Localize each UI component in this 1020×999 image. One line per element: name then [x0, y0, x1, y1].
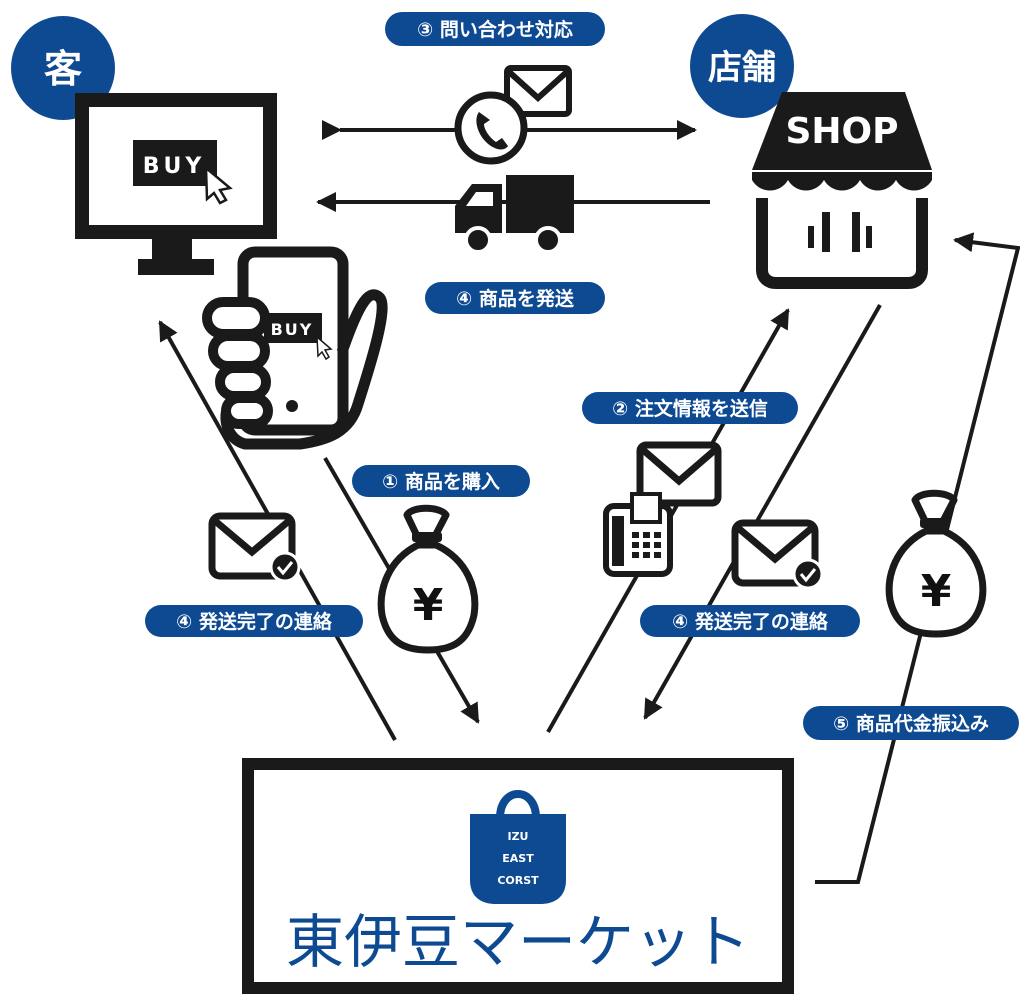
smartphone-icon: BUY: [202, 246, 388, 450]
fax-keypad: [632, 532, 661, 558]
yen-symbol-right: ¥: [921, 566, 952, 617]
step-transfer-pill: ⑤ 商品代金振込み: [803, 706, 1019, 740]
inquiry-icon: [454, 65, 572, 165]
mail-check-icon-right: [731, 519, 824, 590]
logo-line-1: IZU: [507, 830, 528, 843]
hand-icon: [220, 289, 388, 450]
step-send-order-pill: ② 注文情報を送信: [582, 392, 798, 424]
market-name: 東伊豆マーケット: [286, 908, 750, 976]
step-transfer-label: ⑤ 商品代金振込み: [833, 712, 989, 735]
logo-line-3: CORST: [497, 874, 539, 887]
step-inquiry-pill: ③ 問い合わせ対応: [385, 12, 605, 46]
phone-buy-label: BUY: [271, 320, 314, 339]
step-notify-customer-pill: ④ 発送完了の連絡: [145, 605, 363, 637]
step-ship-pill: ④ 商品を発送: [425, 282, 605, 314]
step-purchase-label: ① 商品を購入: [382, 470, 500, 493]
shop-sign-label: SHOP: [785, 111, 898, 152]
truck-icon: [455, 175, 574, 254]
customer-label: 客: [44, 47, 82, 91]
step-send-order-label: ② 注文情報を送信: [612, 397, 768, 420]
step-inquiry-label: ③ 問い合わせ対応: [417, 18, 573, 41]
yen-symbol-center: ¥: [413, 580, 444, 631]
step-purchase-pill: ① 商品を購入: [352, 465, 530, 497]
shop-icon: SHOP: [752, 92, 932, 289]
money-bag-icon-right: ¥: [885, 489, 987, 638]
monitor-buy-label: BUY: [143, 154, 206, 179]
store-label: 店舗: [708, 48, 776, 88]
store-badge: 店舗: [690, 14, 794, 118]
step-notify-customer-label: ④ 発送完了の連絡: [176, 610, 333, 633]
fax-mail-icon: [603, 441, 722, 577]
step-ship-label: ④ 商品を発送: [456, 287, 575, 310]
step-notify-market-label: ④ 発送完了の連絡: [672, 610, 829, 633]
cursor-icon: [204, 165, 233, 205]
logo-line-2: EAST: [502, 852, 534, 865]
money-bag-icon-center: ¥: [377, 504, 479, 654]
telephone-icon: [476, 112, 508, 150]
step-notify-market-pill: ④ 発送完了の連絡: [640, 605, 860, 637]
notify-market-arrow: [643, 304, 882, 720]
mail-check-icon-left: [208, 512, 301, 583]
market-box: IZU EAST CORST 東伊豆マーケット: [242, 758, 794, 994]
market-logo: IZU EAST CORST: [470, 790, 566, 904]
monitor-icon: BUY: [75, 93, 277, 275]
